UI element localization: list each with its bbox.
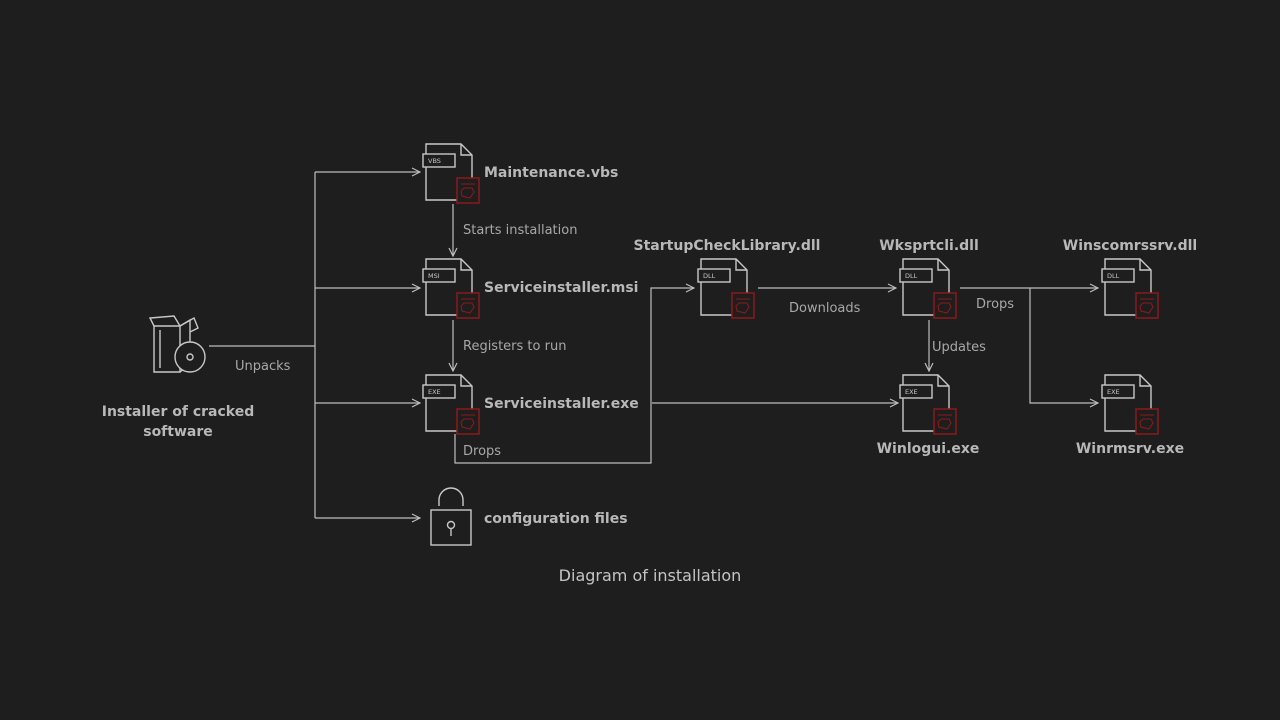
edge-label-starts-installation: Starts installation — [463, 223, 577, 238]
node-winlogui-exe: Winlogui.exe — [877, 441, 980, 457]
file-icon-exe-winlogui: EXE — [899, 374, 957, 435]
file-icon-exe-winrmsrv: EXE — [1101, 374, 1159, 435]
tag-exe: EXE — [428, 388, 441, 396]
node-startupchecklibrary-dll: StartupCheckLibrary.dll — [634, 238, 821, 254]
diagram-caption: Diagram of installation — [559, 566, 742, 585]
node-winscomrssrv-dll: Winscomrssrv.dll — [1063, 238, 1197, 254]
edge-exe-drops-dll — [454, 288, 694, 464]
node-serviceinstaller-exe: Serviceinstaller.exe — [484, 396, 639, 412]
file-icon-dll-winscomrssrv: DLL — [1101, 258, 1159, 319]
node-serviceinstaller-msi: Serviceinstaller.msi — [484, 280, 638, 296]
file-icon-vbs: VBS — [422, 143, 480, 204]
file-icon-dll-wksprtcli: DLL — [899, 258, 957, 319]
tag-vbs: VBS — [428, 157, 441, 165]
node-winrmsrv-exe: Winrmsrv.exe — [1076, 441, 1184, 457]
edge-label-downloads: Downloads — [789, 301, 861, 316]
edge-label-updates: Updates — [932, 340, 986, 355]
installer-label-line1: Installer of cracked — [102, 404, 255, 420]
file-icon-dll-startup: DLL — [697, 258, 755, 319]
tag-dll-wksprtcli: DLL — [905, 272, 918, 280]
file-icon-msi: MSI — [422, 258, 480, 319]
file-icon-exe: EXE — [422, 374, 480, 435]
node-maintenance-vbs: Maintenance.vbs — [484, 165, 618, 181]
node-configuration-files: configuration files — [484, 511, 628, 527]
edge-label-drops-2: Drops — [976, 297, 1014, 312]
tag-dll-startup: DLL — [703, 272, 716, 280]
node-wksprtcli-dll: Wksprtcli.dll — [879, 238, 979, 254]
installer-label-line2: software — [143, 424, 213, 440]
edge-label-unpacks: Unpacks — [235, 359, 291, 374]
padlock-icon — [430, 487, 472, 546]
edge-drops-winrmsrv — [1029, 288, 1098, 403]
edge-label-registers-to-run: Registers to run — [463, 339, 566, 354]
tag-dll-winscomrssrv: DLL — [1107, 272, 1120, 280]
software-box-disc-icon — [148, 315, 206, 373]
tag-exe-winlogui: EXE — [905, 388, 918, 396]
edge-label-drops-1: Drops — [463, 444, 501, 459]
tag-msi: MSI — [428, 272, 440, 280]
tag-exe-winrmsrv: EXE — [1107, 388, 1120, 396]
